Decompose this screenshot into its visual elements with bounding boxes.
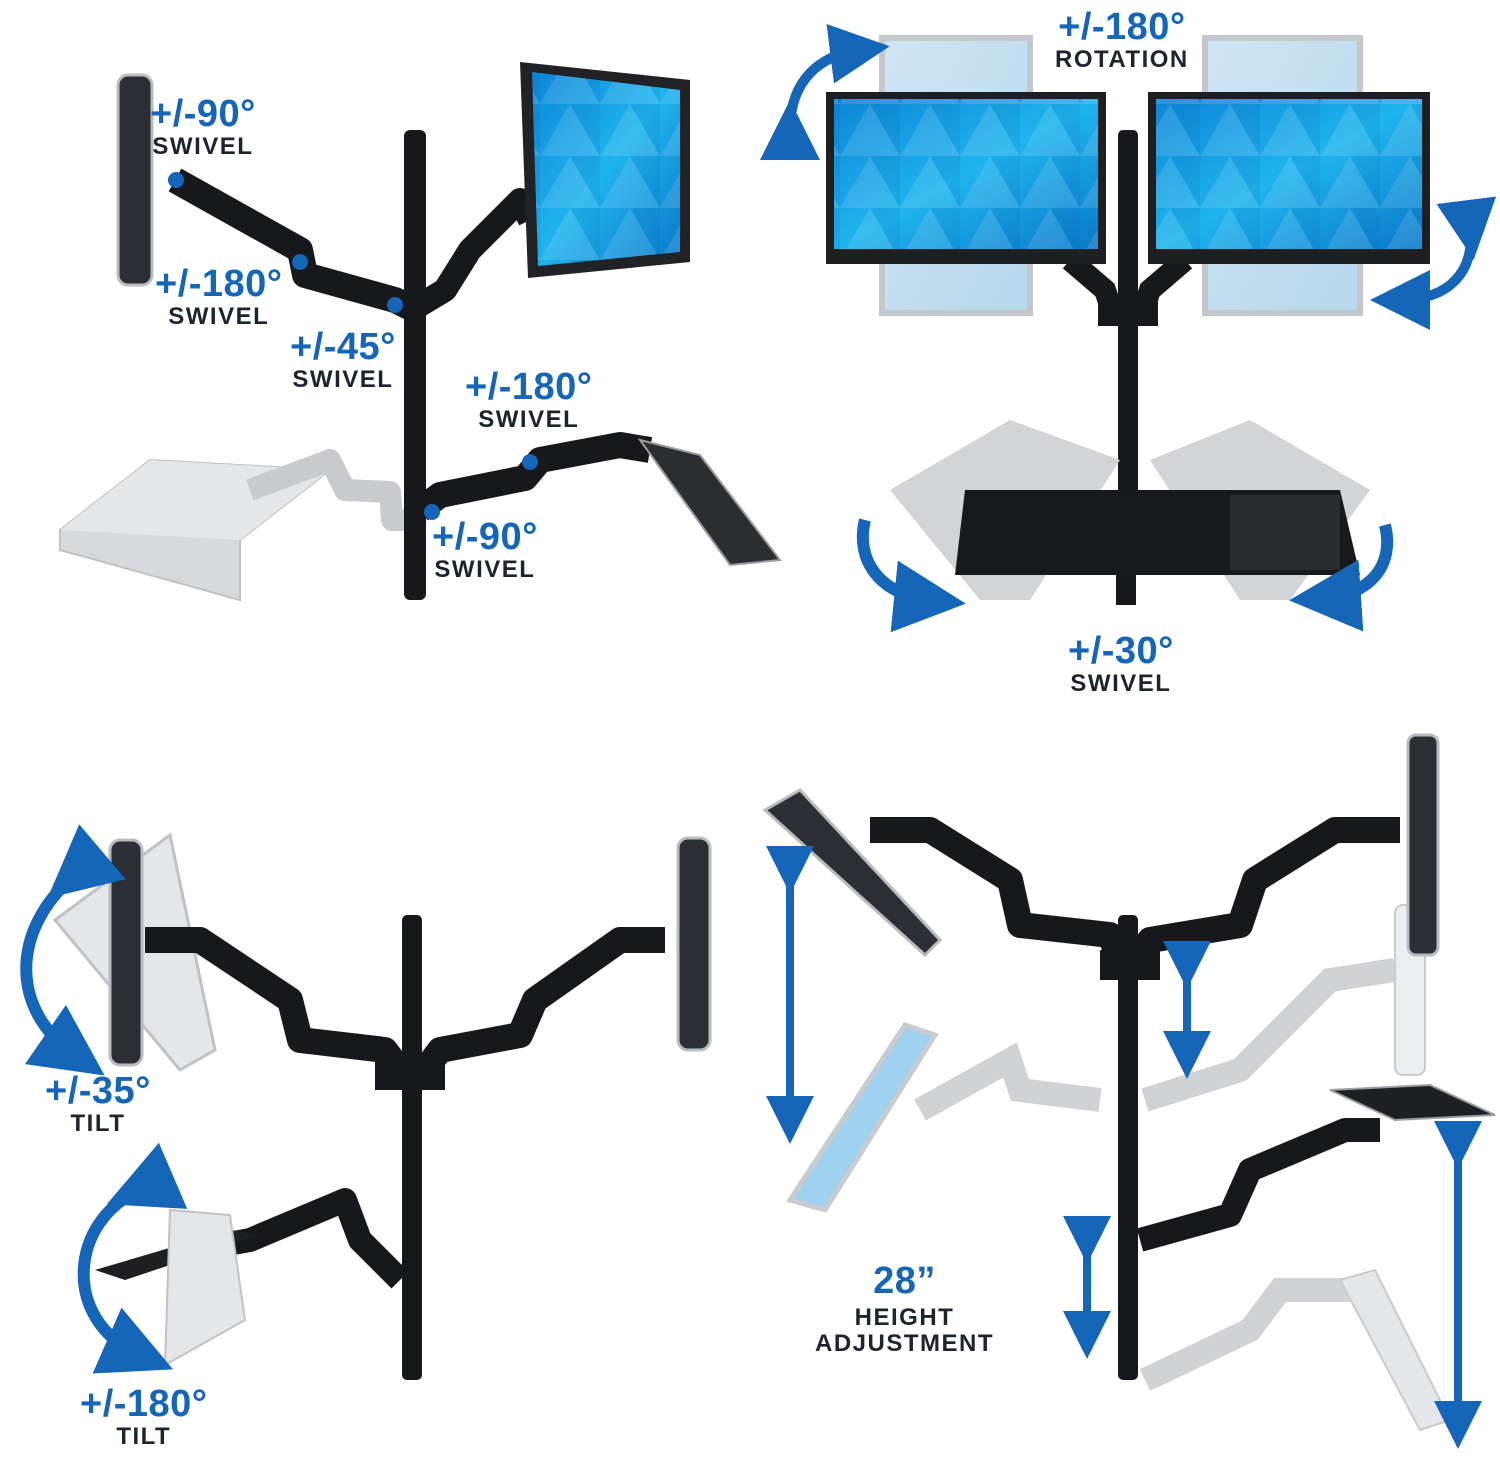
height-caption-line2: ADJUSTMENT [815,1330,995,1357]
label-swivel-90-bottom: +/-90° SWIVEL [432,518,538,582]
left-monitor [116,73,154,287]
rotation-arrow-right [1370,196,1497,330]
mount-pole [404,130,426,600]
side-monitor-right [1406,733,1440,957]
keyboard-tray [637,438,782,567]
label-swivel-30: +/-30° SWIVEL [1068,632,1174,696]
ghost-keyboard-arm [246,449,410,531]
swivel-value: +/-30° [1068,630,1174,672]
tilt-caption: TILT [116,1423,172,1450]
swivel-caption: SWIVEL [152,133,254,160]
swivel-caption: SWIVEL [292,366,394,393]
tilted-monitor [762,788,943,958]
tilt-value: +/-180° [80,1383,208,1425]
right-monitor-side [676,836,712,1052]
panel-top-left [59,62,782,602]
keyboard-arm [412,432,653,521]
swivel-value: +/-90° [150,93,256,135]
label-swivel-180-left: +/-180° SWIVEL [155,265,283,329]
label-rotation-180: +/-180° ROTATION [1055,8,1189,72]
label-tilt-35: +/-35° TILT [45,1072,151,1136]
left-monitor-side [108,838,144,1067]
label-tilt-180: +/-180° TILT [80,1385,208,1449]
panel-bottom-right [762,733,1496,1449]
swivel-caption: SWIVEL [478,406,580,433]
rotation-value: +/-180° [1058,6,1186,48]
rotation-arrow-left [759,23,890,161]
tilt-arrow-monitor [20,824,126,1076]
label-swivel-90-top: +/-90° SWIVEL [150,95,256,159]
panel-bottom-left [20,824,712,1380]
rotation-caption: ROTATION [1055,46,1189,73]
swivel-value: +/-180° [155,263,283,305]
right-monitor-arm [413,188,541,316]
panel-top-right [759,23,1497,633]
height-caption-line1: HEIGHT [854,1304,955,1331]
swivel-arrow-left [856,518,966,633]
label-swivel-180-right: +/-180° SWIVEL [465,368,593,432]
swivel-caption: SWIVEL [168,303,270,330]
swivel-caption: SWIVEL [434,556,536,583]
label-swivel-45: +/-45° SWIVEL [290,328,396,392]
swivel-value: +/-90° [432,516,538,558]
tilt-value: +/-35° [45,1070,151,1112]
swivel-arrow-right [1289,523,1394,632]
tilt-arrow-keyboard [77,1142,188,1374]
tilt-caption: TILT [70,1110,126,1137]
label-height-adjustment: 28” HEIGHT ADJUSTMENT [815,1262,994,1356]
swivel-value: +/-45° [290,326,396,368]
height-value: 28” [873,1260,936,1302]
swivel-caption: SWIVEL [1070,670,1172,697]
swivel-value: +/-180° [465,366,593,408]
